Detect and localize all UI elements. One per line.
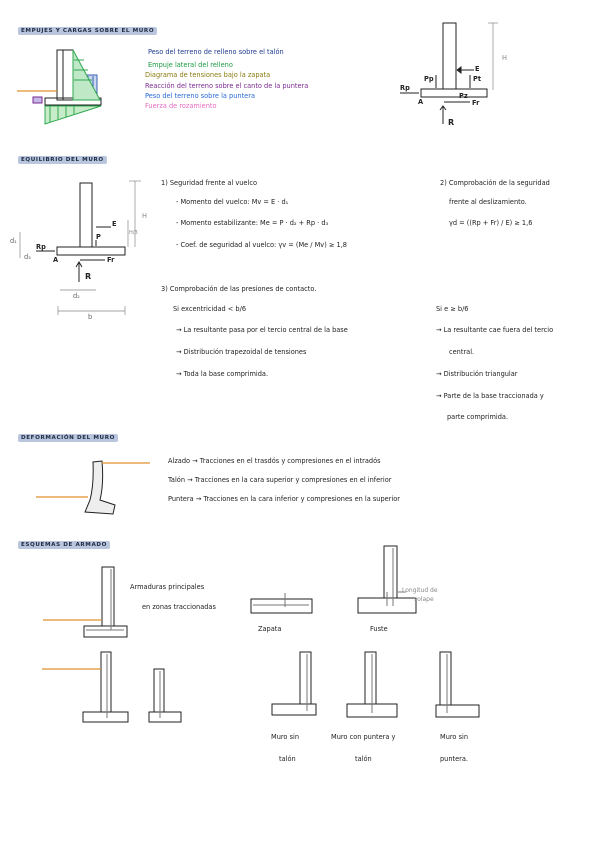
label-Pz: Pz: [459, 92, 468, 100]
deslizamiento-title-1: 2) Comprobación de la seguridad: [440, 179, 550, 187]
label-Fr2: Fr: [107, 256, 115, 264]
armado-con-puntera-2: talón: [355, 755, 372, 763]
label-b: b: [88, 313, 93, 321]
label-E: E: [475, 65, 480, 73]
wall-forces-sketch: [400, 22, 498, 124]
section-header-empujes: EMPUJES Y CARGAS SOBRE EL MURO: [18, 27, 158, 35]
deformacion-puntera: Puntera → Tracciones en la cara inferior…: [168, 495, 401, 503]
armado-sin-puntera-1: Muro sin: [440, 733, 469, 741]
label-H2: H: [142, 212, 147, 220]
label-d1: d₁: [10, 237, 17, 245]
label-P: P: [96, 233, 101, 241]
armado-principal-2: en zonas traccionadas: [142, 603, 216, 611]
presiones-left-1: → La resultante pasa por el tercio centr…: [176, 326, 348, 334]
armado-con-puntera-1: Muro con puntera y: [331, 733, 396, 741]
section-header-deformacion: DEFORMACIÓN DEL MURO: [18, 434, 118, 442]
vuelco-momento: - Momento del vuelco: Mv = E · d₁: [176, 198, 289, 206]
presiones-cond-right: Si e ≥ b/6: [436, 305, 469, 313]
vuelco-title: 1) Seguridad frente al vuelco: [161, 179, 257, 187]
armado-solape-1: Longitud de: [402, 587, 438, 594]
armado-sin-talon-2: talón: [279, 755, 296, 763]
deformacion-alzado: Alzado → Tracciones en el trasdós y comp…: [168, 457, 381, 465]
legend-item-peso-talon: Peso del terreno de relleno sobre el tal…: [148, 48, 284, 56]
label-R2: R: [85, 272, 92, 281]
deslizamiento-title-2: frente al deslizamiento.: [449, 198, 527, 206]
vuelco-coeficiente: - Coef. de seguridad al vuelco: γv = (Me…: [176, 241, 347, 249]
presiones-right-1b: central.: [449, 348, 475, 356]
label-A: A: [418, 98, 424, 106]
presiones-right-2: → Distribución triangular: [436, 370, 518, 378]
label-H3: H/3: [129, 230, 138, 236]
label-E2: E: [112, 220, 117, 228]
reinforcement-sketches: [42, 545, 480, 723]
deslizamiento-formula: γd = ((Rp + Fr) / E) ≥ 1,6: [449, 219, 533, 227]
label-Rp2: Rp: [36, 243, 46, 251]
armado-zapata: Zapata: [258, 625, 282, 633]
presiones-title: 3) Comprobación de las presiones de cont…: [161, 285, 317, 293]
presiones-right-1: → La resultante cae fuera del tercio: [436, 326, 554, 334]
legend-item-empuje: Empuje lateral del relleno: [148, 61, 233, 69]
label-A2: A: [53, 256, 59, 264]
section-header-armado: ESQUEMAS DE ARMADO: [18, 541, 110, 549]
label-Pp: Pp: [424, 75, 434, 83]
presiones-right-3: → Parte de la base traccionada y: [436, 392, 544, 400]
label-Pt: Pt: [473, 75, 481, 83]
label-R: R: [448, 118, 455, 127]
label-d3: d₃: [24, 253, 31, 261]
wall-loads-sketch: [17, 49, 102, 125]
section-header-equilibrio: EQUILIBRIO DEL MURO: [18, 156, 107, 164]
presiones-left-3: → Toda la base comprimida.: [176, 370, 269, 378]
legend-item-reaccion: Reacción del terreno sobre el canto de l…: [145, 82, 309, 90]
label-Rp: Rp: [400, 84, 410, 92]
label-H: H: [502, 54, 507, 62]
vuelco-estabilizante: - Momento estabilizante: Me = P · d₂ + R…: [176, 219, 329, 227]
legend-item-peso-puntera: Peso del terreno sobre la puntera: [145, 92, 255, 100]
label-d2: d₂: [73, 292, 80, 300]
armado-sin-talon-1: Muro sin: [271, 733, 300, 741]
deformation-sketch: [36, 460, 150, 515]
legend-item-rozamiento: Fuerza de rozamiento: [145, 102, 217, 110]
presiones-right-3b: parte comprimida.: [447, 413, 509, 421]
presiones-cond-left: Si excentricidad < b/6: [173, 305, 247, 313]
legend-item-diagrama: Diagrama de tensiones bajo la zapata: [145, 71, 271, 79]
presiones-left-2: → Distribución trapezoidal de tensiones: [176, 348, 307, 356]
armado-fuste: Fuste: [370, 625, 388, 633]
armado-principal-1: Armaduras principales: [130, 583, 205, 591]
equilibrium-sketch: [19, 180, 141, 315]
armado-solape-2: solape: [414, 596, 434, 603]
armado-sin-puntera-2: puntera.: [440, 755, 469, 763]
deformacion-talon: Talón → Tracciones en la cara superior y…: [168, 476, 392, 484]
label-Fr: Fr: [472, 99, 480, 107]
